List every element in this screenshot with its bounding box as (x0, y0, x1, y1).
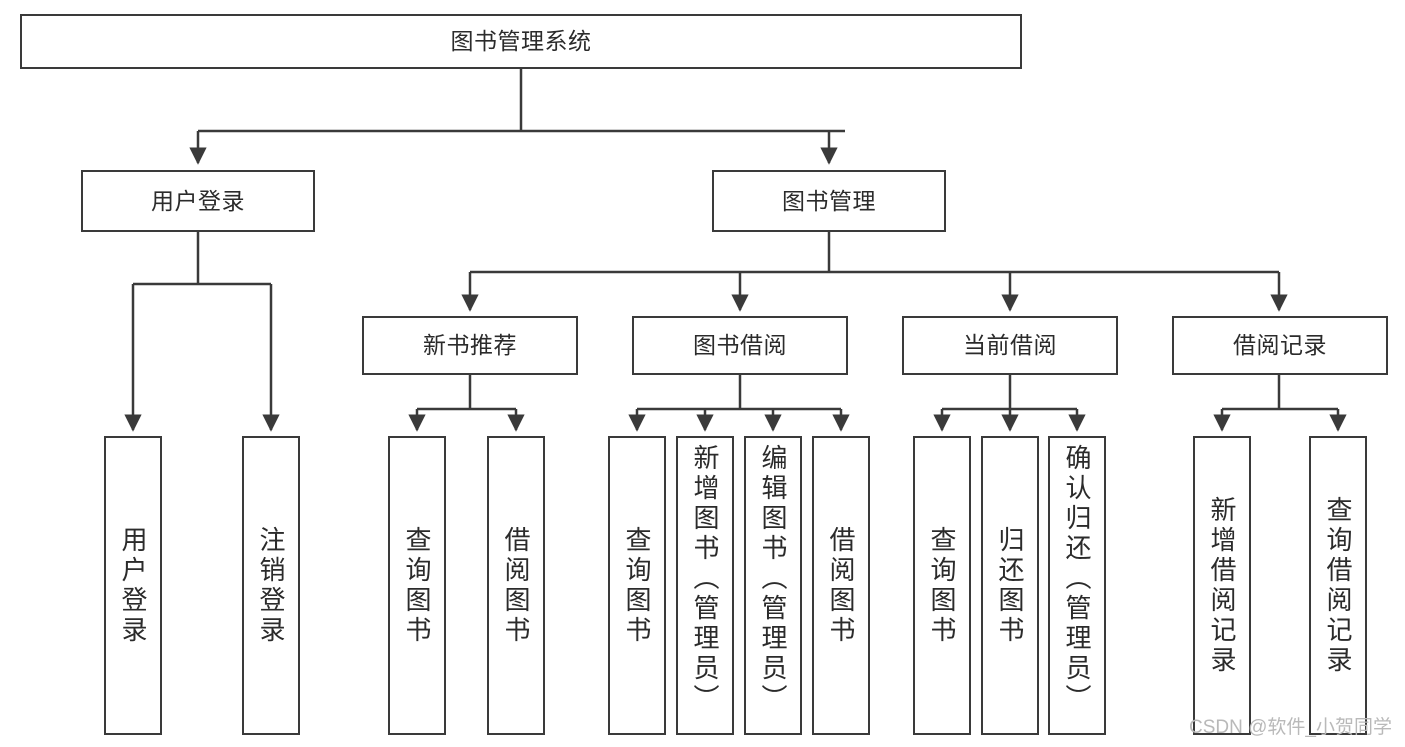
node-root-book-management-system[interactable]: 图书管理系统 (20, 14, 1022, 69)
node-new-book-recommend[interactable]: 新书推荐 (362, 316, 578, 375)
node-label: 查询图书 (622, 525, 652, 646)
node-book-management[interactable]: 图书管理 (712, 170, 946, 232)
node-user-login[interactable]: 用户登录 (81, 170, 315, 232)
leaf-book-borrow-add[interactable]: 新增图书（管理员） (676, 436, 734, 735)
leaf-current-borrow-query[interactable]: 查询图书 (913, 436, 971, 735)
leaf-new-book-borrow[interactable]: 借阅图书 (487, 436, 545, 735)
node-label: 新书推荐 (423, 332, 517, 359)
leaf-borrow-record-query[interactable]: 查询借阅记录 (1309, 436, 1367, 735)
node-borrow-record[interactable]: 借阅记录 (1172, 316, 1388, 375)
node-label: 借阅图书 (826, 525, 856, 646)
node-label: 当前借阅 (963, 332, 1057, 359)
leaf-book-borrow-borrow[interactable]: 借阅图书 (812, 436, 870, 735)
node-label: 新增图书（管理员） (690, 444, 720, 714)
node-label: 确认归还（管理员） (1062, 444, 1092, 714)
node-label: 查询借阅记录 (1323, 495, 1353, 676)
node-label: 图书借阅 (693, 332, 787, 359)
node-label: 图书管理 (782, 187, 876, 214)
node-book-borrow[interactable]: 图书借阅 (632, 316, 848, 375)
leaf-current-borrow-return[interactable]: 归还图书 (981, 436, 1039, 735)
node-label: 注销登录 (256, 525, 286, 646)
node-label: 归还图书 (995, 525, 1025, 646)
node-label: 编辑图书（管理员） (758, 444, 788, 714)
leaf-borrow-record-add[interactable]: 新增借阅记录 (1193, 436, 1251, 735)
leaf-user-login-logout[interactable]: 注销登录 (242, 436, 300, 735)
leaf-book-borrow-edit[interactable]: 编辑图书（管理员） (744, 436, 802, 735)
node-current-borrow[interactable]: 当前借阅 (902, 316, 1118, 375)
node-label: 查询图书 (402, 525, 432, 646)
leaf-user-login-login[interactable]: 用户登录 (104, 436, 162, 735)
leaf-book-borrow-query[interactable]: 查询图书 (608, 436, 666, 735)
node-label: 借阅图书 (501, 525, 531, 646)
node-label: 借阅记录 (1233, 332, 1327, 359)
leaf-new-book-query[interactable]: 查询图书 (388, 436, 446, 735)
node-label: 图书管理系统 (450, 28, 592, 55)
node-label: 用户登录 (118, 525, 148, 646)
watermark-text: CSDN @软件_小贺同学 (1189, 717, 1392, 738)
node-label: 新增借阅记录 (1207, 495, 1237, 676)
node-label: 用户登录 (151, 187, 245, 214)
leaf-current-borrow-confirm-return[interactable]: 确认归还（管理员） (1048, 436, 1106, 735)
node-label: 查询图书 (927, 525, 957, 646)
